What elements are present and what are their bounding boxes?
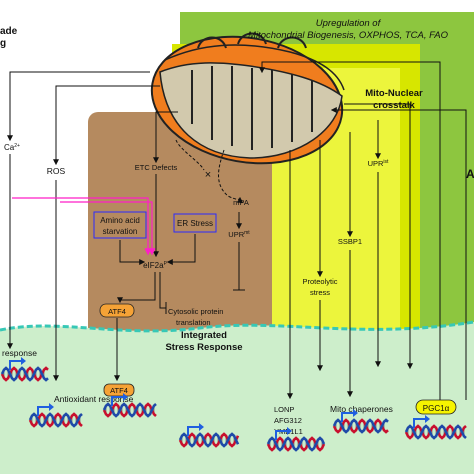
er-stress-box: ER Stress — [173, 213, 217, 233]
dna-layer — [0, 357, 467, 452]
arrow-to-etc — [153, 111, 178, 164]
nucleus-region — [0, 322, 474, 474]
antioxidant-response-label: Antioxidant response — [54, 394, 134, 404]
atf4-top-box: ATF4 — [99, 303, 135, 318]
eif2a-label: eIF2aP — [143, 261, 167, 270]
amino-acid-starvation-box: Amino acid starvation — [93, 211, 147, 239]
dashed-arrow-mpa — [218, 149, 243, 203]
upr-mt-label: UPRmt — [228, 230, 250, 239]
isr-region — [88, 112, 272, 357]
amino-acid-line2: starvation — [103, 227, 138, 236]
dna-helix-2 — [28, 403, 83, 428]
dna-helix-7 — [404, 415, 467, 440]
dashed-line-blocked — [175, 139, 205, 171]
arrow-pgc1a-biogenesis — [259, 61, 441, 400]
dna-helix-6 — [332, 409, 389, 434]
mito-nuclear-crosstalk-line2: crosstalk — [373, 100, 415, 111]
magenta-arrows — [12, 197, 156, 256]
left-panel-title-line2: g — [0, 38, 6, 49]
er-stress-label: ER Stress — [177, 219, 213, 228]
right-edge-letter: A — [466, 167, 474, 181]
ca-label: Ca2+ — [4, 143, 20, 152]
arrow-ca-eif2a-magenta — [12, 197, 152, 256]
inhibit-uprmt — [233, 242, 245, 291]
ssbp1-label: SSBP1 — [338, 237, 362, 246]
dna-helix-4 — [178, 423, 240, 448]
arrow-amino-eif2a — [119, 240, 146, 265]
top-right-header-line1: Upregulation of — [316, 18, 382, 29]
pathway-arrows — [7, 61, 467, 400]
ros-label: ROS — [47, 166, 66, 176]
arrow-pgc1a-mito — [330, 107, 467, 400]
dna-helix-5 — [266, 427, 326, 452]
inhibition-x-mark: × — [205, 169, 211, 181]
arrow-to-ros — [53, 85, 160, 166]
pgc1a-box: PGC1α — [415, 399, 457, 415]
arrow-er-eif2a — [166, 234, 196, 265]
cytosolic-line2: translation — [176, 318, 211, 327]
left-panel-title-line1: ade — [0, 26, 18, 37]
atf4-top-label: ATF4 — [108, 307, 126, 316]
arrow-ros-eif2a-magenta — [60, 201, 156, 256]
proteolytic-line2: stress — [310, 288, 330, 297]
etc-defects-label: ETC Defects — [135, 163, 178, 172]
afg312-label: AFG312 — [274, 416, 302, 425]
nuclear-membrane — [0, 320, 474, 333]
pgc1a-label: PGC1α — [423, 404, 450, 413]
dna-helix-3 — [102, 393, 157, 418]
mitochondrion — [150, 32, 345, 165]
mito-chaperones-label: Mito chaperones — [330, 404, 393, 414]
amino-acid-line1: Amino acid — [100, 216, 140, 225]
response-left-label: response — [2, 348, 37, 358]
proteolytic-line1: Proteolytic — [302, 277, 337, 286]
isr-title-line2: Stress Response — [165, 342, 242, 353]
mito-nuclear-crosstalk-line1: Mito-Nuclear — [365, 88, 423, 99]
atf4-nuclear-box: ATF4 — [103, 383, 135, 397]
isr-title-line1: Integrated — [181, 330, 227, 341]
arrow-eif2a-atf4 — [117, 272, 156, 304]
upr-ist-label: UPRist — [368, 159, 389, 168]
atf4-nuclear-label: ATF4 — [110, 386, 128, 395]
cytosolic-line1: Cytosolic protein — [168, 307, 223, 316]
inhibit-translation — [159, 272, 167, 314]
arrow-crosstalk-down — [344, 103, 413, 370]
lonp-label: LONP — [274, 405, 294, 414]
arrow-to-ca — [7, 71, 150, 142]
dna-helix-1 — [0, 357, 49, 382]
top-right-header-line2: Mitochondrial Biogenesis, OXPHOS, TCA, F… — [248, 30, 449, 41]
